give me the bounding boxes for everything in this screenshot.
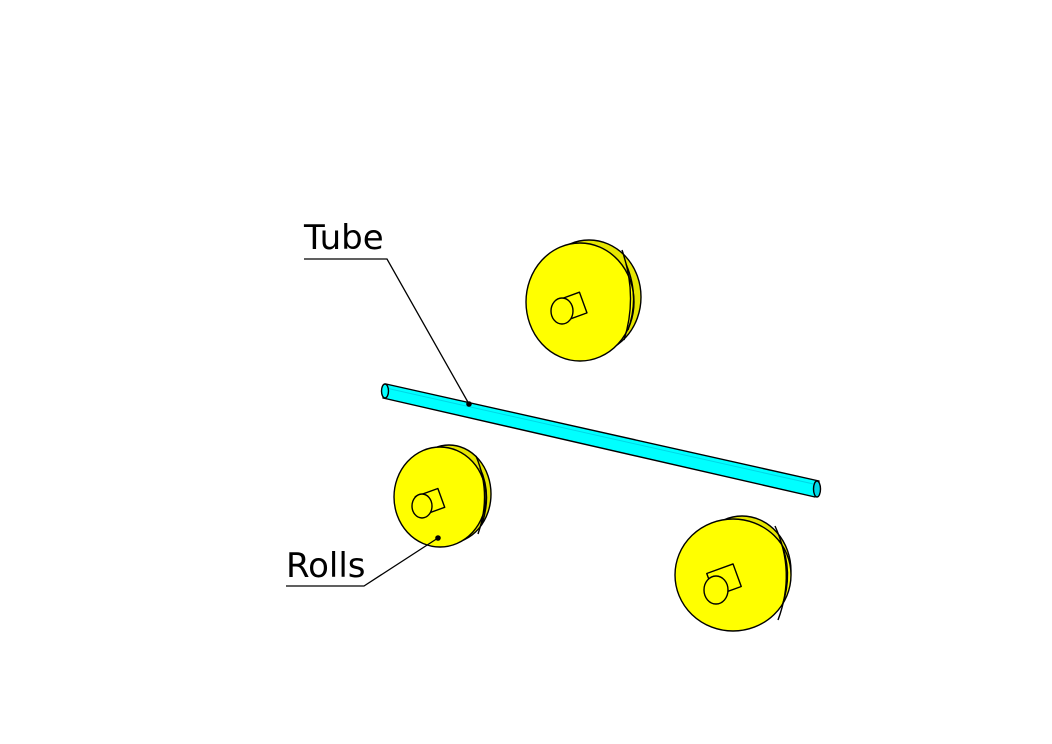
tube-leader-line: [304, 258, 470, 405]
roll-left-shaft: [411, 487, 446, 519]
roll-top: [525, 239, 642, 362]
tube-leader-dot: [466, 401, 472, 407]
roll-top-shaft: [550, 291, 588, 325]
tube: [380, 383, 822, 498]
tube-callout: Tube: [303, 218, 472, 407]
roll-right: [674, 515, 792, 632]
roll-right-shaft: [703, 563, 742, 605]
tube-label: Tube: [303, 218, 384, 258]
rolls-callout: Rolls: [286, 535, 441, 587]
roll-left: [393, 444, 492, 548]
rolls-leader-line: [286, 537, 439, 587]
rolls-label: Rolls: [286, 546, 366, 586]
rolls-leader-dot: [435, 535, 441, 541]
